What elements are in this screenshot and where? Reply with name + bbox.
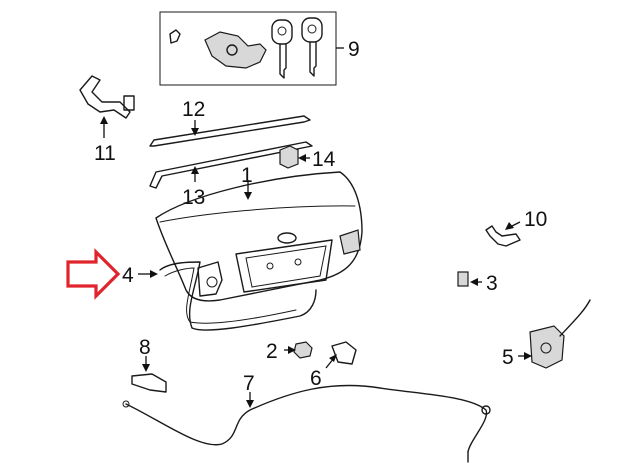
cushion-block	[457, 271, 469, 287]
callout-11: 11	[94, 142, 116, 165]
callout-12: 12	[182, 98, 205, 121]
trunk-lid-crease	[159, 205, 356, 223]
plate-inner	[245, 245, 327, 288]
stopper-block	[279, 145, 299, 169]
part-9-lock-set: 9	[159, 11, 360, 86]
red-outline-arrow-icon	[66, 248, 121, 300]
part-2-bumper: 2	[266, 340, 313, 363]
weatherstrip-inner	[164, 267, 297, 324]
callout-4: 4	[122, 264, 134, 287]
lock-keyway	[226, 44, 238, 56]
callout-5: 5	[502, 346, 514, 369]
part-6-striker: 6	[310, 341, 357, 390]
lock-cable	[559, 299, 591, 337]
callout-3: 3	[486, 272, 498, 295]
callout-6: 6	[310, 367, 322, 390]
weatherstrip-outer	[159, 261, 317, 331]
part-12-torsion-bar: 12	[149, 98, 311, 147]
callout-2: 2	[266, 340, 278, 363]
lock-assembly-body	[529, 325, 565, 369]
callout-7: 7	[243, 372, 255, 395]
plate-recess	[235, 239, 333, 293]
lock-clip	[169, 29, 181, 44]
part-5-lock-assembly: 5	[502, 299, 591, 369]
torsion-bar-lower	[149, 141, 313, 189]
part-14-stopper: 14	[279, 145, 336, 171]
callout-10: 10	[524, 208, 547, 231]
bumper-plug	[293, 341, 313, 359]
hinge-arm	[79, 75, 131, 119]
callout-14: 14	[312, 148, 336, 171]
switch-body	[485, 225, 521, 247]
lock-cylinder	[204, 31, 267, 69]
lamp-opening-right	[339, 229, 361, 255]
striker-plate	[331, 341, 357, 365]
part-1-trunk-lid: 1	[155, 164, 363, 302]
key-2	[301, 17, 323, 77]
lamp-opening-left	[197, 261, 223, 297]
part-13-torsion-bar: 13	[149, 141, 313, 209]
release-cable-run	[125, 384, 488, 453]
part-8-release-lever: 8	[131, 336, 167, 393]
part-3-cushion: 3	[457, 271, 498, 295]
callout-13: 13	[182, 186, 205, 209]
release-lever-base	[131, 373, 167, 393]
part-4-weatherstrip: 4	[66, 248, 317, 331]
callout-1: 1	[241, 164, 253, 187]
hinge-bracket	[123, 95, 135, 111]
part-10-switch: 10	[485, 208, 547, 247]
torsion-bar-upper	[149, 115, 311, 147]
callout-8: 8	[139, 336, 151, 359]
key-1	[271, 19, 293, 79]
part-11-hinge: 11	[79, 75, 135, 165]
callout-9: 9	[348, 38, 360, 61]
part-7-release-cable: 7	[122, 372, 491, 463]
emblem	[277, 232, 297, 244]
